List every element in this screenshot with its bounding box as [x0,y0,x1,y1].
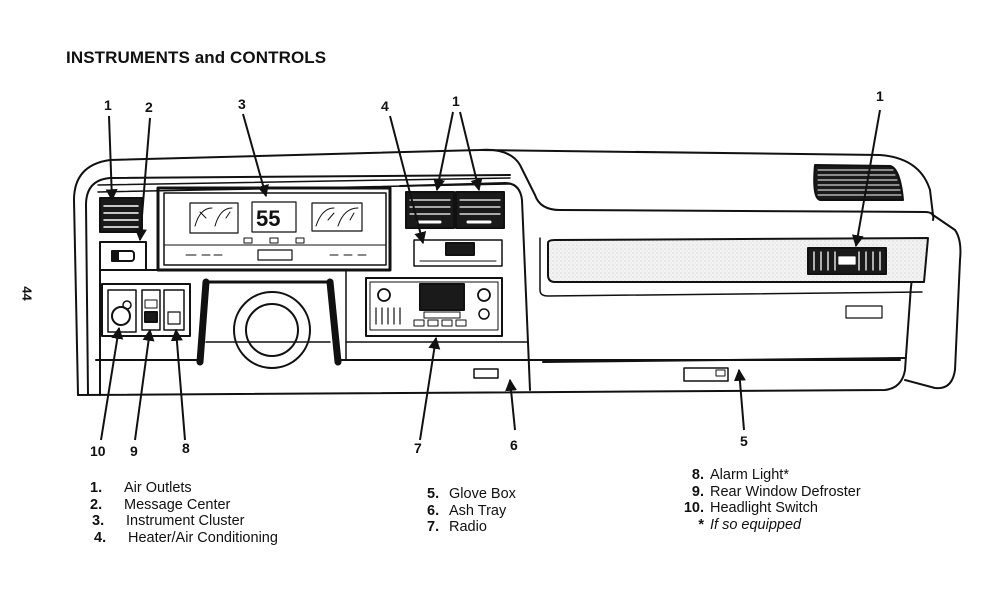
legend-item: 3.Instrument Cluster [92,513,245,529]
legend-item: 9.Rear Window Defroster [691,483,861,500]
callout-air-outlets-center: 1 [452,93,460,109]
legend-item: 2.Message Center [90,496,231,513]
defroster-vent-icon [813,164,904,201]
leader-radio [419,336,441,441]
legend-column-1: 1.Air Outlets 2.Message Center 3.Instrum… [90,480,278,546]
leader-outlet-center-b [459,111,483,192]
steering-column-icon [196,278,342,369]
heater-ac-control-icon [413,239,503,267]
switch-panel-icon [101,283,191,337]
radio-icon [345,269,529,361]
right-air-outlet-icon [807,247,887,275]
leader-ash-tray [505,378,518,431]
cluster-speed-readout: 55 [256,206,280,231]
legend-item: 1.Air Outlets [90,480,192,496]
leader-instrument-cluster [242,113,269,198]
callout-ash-tray: 6 [510,437,518,453]
message-center-icon [99,241,147,271]
callout-heater-ac: 4 [381,98,389,114]
leader-outlet-right [851,109,881,248]
legend-item: 7.Radio [427,519,487,535]
callout-instrument-cluster: 3 [238,96,246,112]
callout-glove-box: 5 [740,433,748,449]
legend-item: 8.Alarm Light* [691,467,789,483]
callout-headlight-switch: 10 [90,443,106,459]
leader-glove-box [733,368,746,431]
callout-radio: 7 [414,440,422,456]
legend-footnote: *If so equipped [698,516,802,533]
left-air-outlet-icon [99,197,143,233]
leader-message-center [134,117,151,242]
legend-item: 5.Glove Box [427,486,516,502]
legend-column-3: 8.Alarm Light* 9.Rear Window Defroster 1… [674,467,861,533]
leader-alarm-light [170,328,186,441]
legend-column-2: 5.Glove Box 6.Ash Tray 7.Radio [427,486,516,536]
leader-air-outlets-left [105,115,118,202]
glove-box-latch-icon [683,367,729,382]
ash-tray-handle-icon [473,368,499,379]
legend-item: 10.Headlight Switch [683,500,818,516]
page-title: INSTRUMENTS and CONTROLS [66,48,327,67]
legend-item: 4.Heater/Air Conditioning [94,529,278,546]
nameplate-icon [845,305,883,319]
leader-rear-defroster [134,328,155,441]
callout-rear-defroster: 9 [130,443,138,459]
callout-message-center: 2 [145,99,153,115]
instrument-cluster-icon [156,186,392,272]
legend-item: 6.Ash Tray [427,502,507,519]
callout-alarm-light: 8 [182,440,190,456]
leader-heater-ac [389,115,427,245]
callout-air-outlet-right: 1 [876,88,884,104]
leader-headlight-switch [100,326,124,441]
leader-outlet-center-a [433,111,454,192]
callout-air-outlets-left: 1 [104,97,112,113]
